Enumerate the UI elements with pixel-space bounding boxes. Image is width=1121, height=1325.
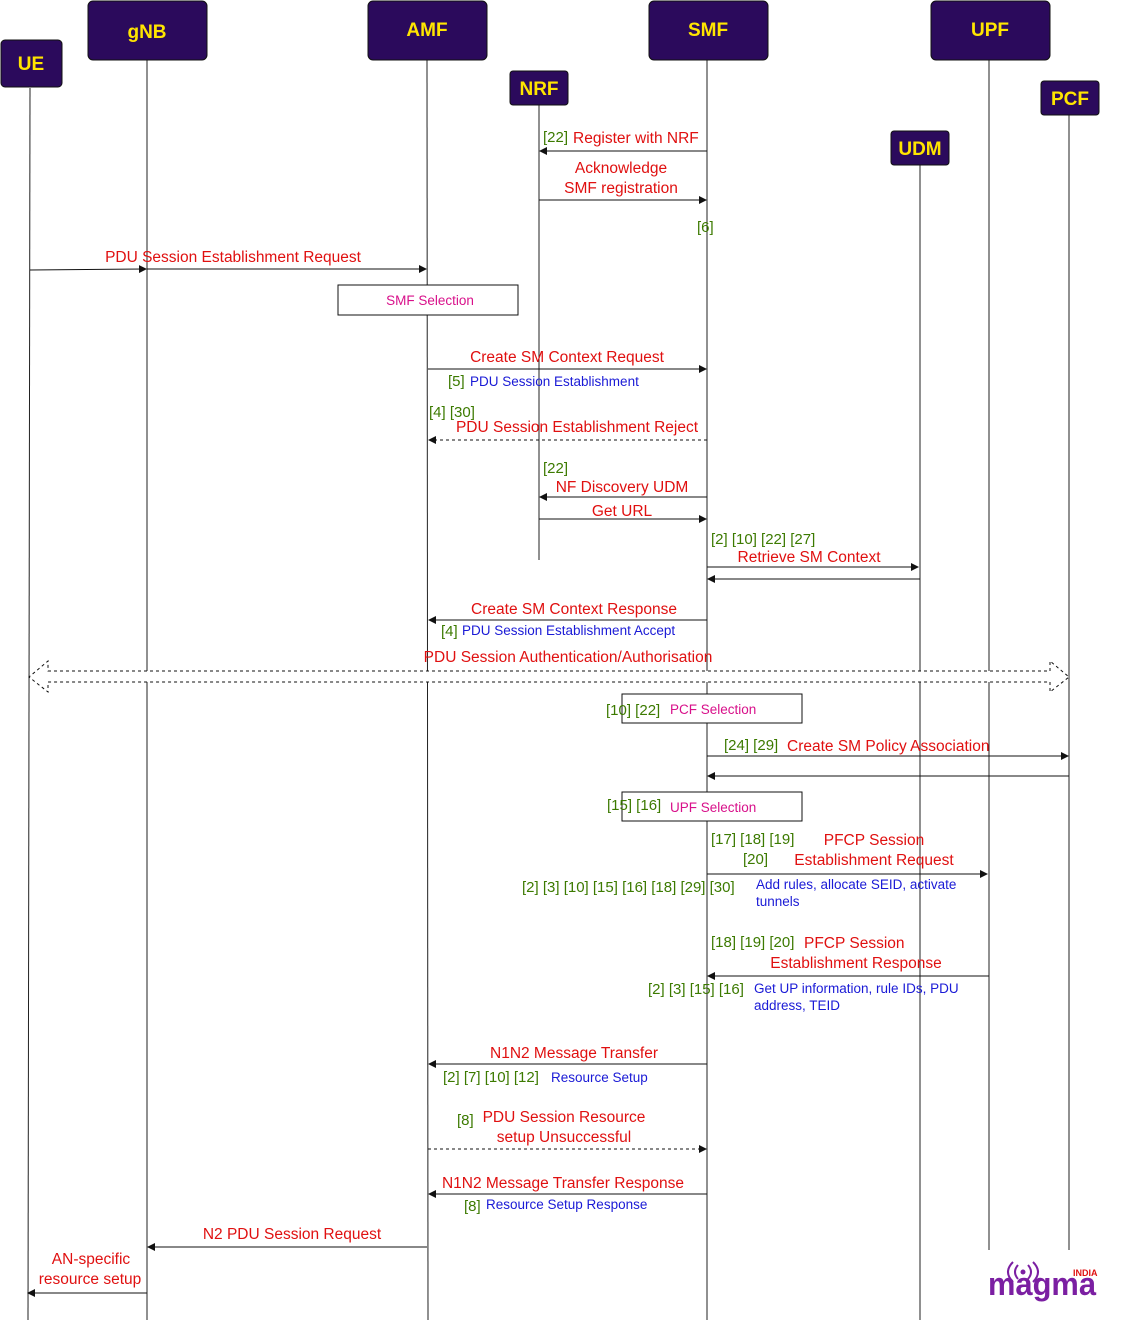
msg-n2-pdu-req: N2 PDU Session Request [203, 1226, 382, 1243]
msg-pdu-auth: PDU Session Authentication/Authorisation [424, 649, 713, 666]
ref-long: [2] [3] [10] [15] [16] [18] [29] [30] [522, 879, 735, 896]
note-get-up-2: address, TEID [754, 998, 840, 1013]
note-add-rules-1: Add rules, allocate SEID, activate [756, 877, 956, 892]
ref-4: [4] [441, 623, 458, 640]
msg-create-sm-policy: Create SM Policy Association [787, 738, 989, 755]
upf-selection-box [621, 791, 803, 822]
ref-17-18-19: [17] [18] [19] [711, 831, 794, 848]
msg-get-url: Get URL [592, 503, 653, 520]
actor-udm[interactable]: UDM [890, 130, 950, 166]
ref-2-3-15-16: [2] [3] [15] [16] [648, 981, 744, 998]
sel-pcf: PCF Selection [670, 702, 756, 717]
msg-nf-discovery-udm: NF Discovery UDM [556, 479, 689, 496]
note-resource-setup: Resource Setup [551, 1070, 648, 1085]
antenna-icon [1007, 1261, 1039, 1283]
ref-8b: [8] [464, 1198, 481, 1215]
actor-amf[interactable]: AMF [367, 0, 488, 61]
msg-an-setup-2: resource setup [39, 1271, 142, 1288]
msg-create-sm-resp: Create SM Context Response [471, 601, 677, 618]
msg-ack-smf-1: Acknowledge [575, 160, 667, 177]
msg-ack-smf-2: SMF registration [564, 180, 678, 197]
msg-pdu-res-unsucc-2: setup Unsuccessful [497, 1129, 631, 1146]
ref-15-16: [15] [16] [607, 797, 661, 814]
msg-n1n2: N1N2 Message Transfer [490, 1045, 658, 1062]
arrow-pdu-req-ue-gnb [29, 265, 147, 274]
msg-retrieve-sm: Retrieve SM Context [738, 549, 882, 566]
actor-amf-label: AMF [406, 20, 447, 41]
msg-an-setup-1: AN-specific [52, 1251, 131, 1268]
actor-gnb[interactable]: gNB [87, 0, 208, 61]
msg-pfcp-resp-2: Establishment Response [770, 955, 941, 972]
actor-udm-label: UDM [898, 139, 941, 160]
msg-pfcp-req-2: Establishment Request [794, 852, 954, 869]
actor-smf-label: SMF [688, 20, 728, 41]
pcf-selection-box [621, 693, 803, 724]
actor-upf-label: UPF [971, 20, 1009, 41]
ref-22a: [22] [543, 129, 568, 146]
magma-logo: magma INDIA [988, 1261, 1098, 1302]
msg-pdu-est-req: PDU Session Establishment Request [105, 249, 362, 266]
ref-18-19-20: [18] [19] [20] [711, 934, 794, 951]
note-add-rules-2: tunnels [756, 894, 800, 909]
actor-smf[interactable]: SMF [648, 0, 769, 61]
msg-register-nrf: Register with NRF [573, 130, 699, 147]
note-pdu-est: PDU Session Establishment [470, 374, 639, 389]
actor-pcf[interactable]: PCF [1040, 80, 1100, 116]
ref-24-29: [24] [29] [724, 737, 778, 754]
actor-nrf[interactable]: NRF [509, 70, 569, 106]
smf-selection-box [337, 284, 519, 316]
sel-upf: UPF Selection [670, 800, 756, 815]
msg-create-sm-req: Create SM Context Request [470, 349, 665, 366]
sel-smf: SMF Selection [386, 293, 474, 308]
note-pdu-est-accept: PDU Session Establishment Accept [462, 623, 675, 638]
msg-pdu-est-reject: PDU Session Establishment Reject [456, 419, 699, 436]
msg-pdu-res-unsucc-1: PDU Session Resource [483, 1109, 646, 1126]
ref-5: [5] [448, 373, 465, 390]
msg-n1n2-resp: N1N2 Message Transfer Response [442, 1175, 684, 1192]
logo-sub: INDIA [1073, 1268, 1098, 1278]
actor-nrf-label: NRF [519, 79, 558, 100]
ref-22b: [22] [543, 460, 568, 477]
ref-10-22: [10] [22] [606, 702, 660, 719]
double-arrow-pdu-auth [28, 659, 1070, 694]
lifeline-amf [426, 59, 429, 1321]
ref-2-7-10-12: [2] [7] [10] [12] [443, 1069, 539, 1086]
note-get-up-1: Get UP information, rule IDs, PDU [754, 981, 959, 996]
actor-upf[interactable]: UPF [930, 0, 1051, 61]
msg-pfcp-resp-1: PFCP Session [804, 935, 905, 952]
logo-text: magma [988, 1266, 1096, 1302]
actor-gnb-label: gNB [127, 22, 166, 43]
ref-6: [6] [697, 219, 714, 236]
lifeline-ue [27, 87, 31, 1321]
actor-ue-label: UE [18, 54, 44, 75]
ref-20: [20] [743, 851, 768, 868]
actor-ue[interactable]: UE [0, 39, 63, 88]
ref-4-30: [4] [30] [429, 404, 475, 421]
note-resource-setup-resp: Resource Setup Response [486, 1197, 647, 1212]
msg-pfcp-req-1: PFCP Session [824, 832, 925, 849]
actor-pcf-label: PCF [1051, 89, 1089, 110]
ref-2-10-22-27: [2] [10] [22] [27] [711, 531, 815, 548]
ref-8a: [8] [457, 1112, 474, 1129]
